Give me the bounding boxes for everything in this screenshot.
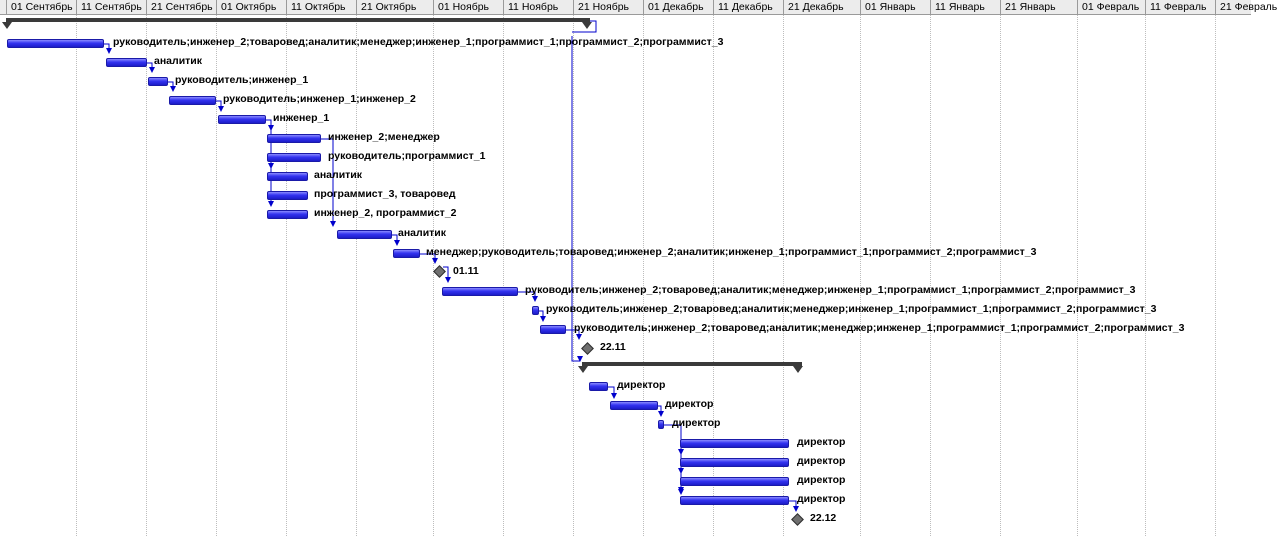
task-resource-label: директор	[665, 398, 714, 410]
task-bar[interactable]	[267, 210, 308, 219]
summary-task-bar[interactable]	[6, 18, 590, 22]
task-resource-label: директор	[672, 417, 721, 429]
grid-line	[216, 15, 217, 536]
grid-line	[1215, 15, 1216, 536]
task-bar[interactable]	[267, 134, 321, 143]
grid-line	[503, 15, 504, 536]
task-bar[interactable]	[589, 382, 608, 391]
timescale-tick: 21 Декабрь	[783, 0, 860, 15]
summary-end-cap	[793, 366, 803, 373]
task-bar[interactable]	[680, 477, 789, 486]
summary-start-cap	[2, 22, 12, 29]
task-bar[interactable]	[658, 420, 664, 429]
grid-line	[713, 15, 714, 536]
task-resource-label: руководитель;инженер_2;товаровед;аналити…	[113, 36, 724, 48]
task-resource-label: директор	[797, 436, 846, 448]
task-bar[interactable]	[148, 77, 168, 86]
task-resource-label: директор	[797, 455, 846, 467]
task-bar[interactable]	[267, 172, 308, 181]
timescale-tick: 21 Октябрь	[356, 0, 433, 15]
task-bar[interactable]	[337, 230, 392, 239]
task-resource-label: инженер_2, программист_2	[314, 207, 457, 219]
task-resource-label: руководитель;инженер_1	[175, 74, 309, 86]
task-resource-label: аналитик	[398, 227, 446, 239]
task-resource-label: инженер_2;менеджер	[328, 131, 440, 143]
grid-line	[783, 15, 784, 536]
grid-line	[1145, 15, 1146, 536]
grid-line	[76, 15, 77, 536]
timescale-tick: 11 Сентябрь	[76, 0, 146, 15]
timescale-tick: 11 Декабрь	[713, 0, 783, 15]
task-bar[interactable]	[169, 96, 216, 105]
milestone-date-label: 22.12	[810, 512, 837, 524]
timescale-tick: 21 Февраль	[1215, 0, 1277, 15]
timescale-header: 01 Сентябрь 11 Сентябрь 21 Сентябрь 01 О…	[0, 0, 1277, 15]
task-bar[interactable]	[532, 306, 539, 315]
task-bar[interactable]	[267, 191, 308, 200]
task-resource-label: руководитель;инженер_2;товаровед;аналити…	[525, 284, 1136, 296]
timescale-tick: 11 Ноябрь	[503, 0, 573, 15]
task-resource-label: директор	[617, 379, 666, 391]
dependency-links	[104, 20, 799, 512]
task-bar[interactable]	[680, 496, 789, 505]
grid-line	[860, 15, 861, 536]
timescale-tick: 01 Февраль	[1077, 0, 1145, 15]
grid-line	[930, 15, 931, 536]
task-bar[interactable]	[680, 458, 789, 467]
timescale-tick: 01 Ноябрь	[433, 0, 503, 15]
timescale-tick: 11 Январь	[930, 0, 1000, 15]
grid-line	[1000, 15, 1001, 536]
grid-line	[643, 15, 644, 536]
summary-task-bar[interactable]	[582, 362, 802, 366]
grid-line	[356, 15, 357, 536]
grid-line	[1077, 15, 1078, 536]
task-bar[interactable]	[7, 39, 104, 48]
task-resource-label: аналитик	[154, 55, 202, 67]
timescale-tick: 01 Сентябрь	[6, 0, 76, 15]
timescale-tick: 01 Октябрь	[216, 0, 286, 15]
task-resource-label: руководитель;инженер_2;товаровед;аналити…	[546, 303, 1157, 315]
grid-line	[286, 15, 287, 536]
task-bar[interactable]	[610, 401, 658, 410]
task-resource-label: руководитель;инженер_1;инженер_2	[223, 93, 416, 105]
task-bar[interactable]	[540, 325, 566, 334]
task-resource-label: менеджер;руководитель;товаровед;инженер_…	[426, 246, 1037, 258]
task-bar[interactable]	[442, 287, 518, 296]
task-bar[interactable]	[106, 58, 147, 67]
milestone-date-label: 22.11	[600, 341, 626, 353]
timescale-tick: 11 Октябрь	[286, 0, 356, 15]
grid-line	[573, 15, 574, 536]
timescale-tick: 11 Февраль	[1145, 0, 1215, 15]
task-resource-label: директор	[797, 493, 846, 505]
summary-start-cap	[578, 366, 588, 373]
task-resource-label: директор	[797, 474, 846, 486]
summary-end-cap	[582, 22, 592, 29]
timescale-tick: 21 Ноябрь	[573, 0, 643, 15]
task-resource-label: программист_3, товаровед	[314, 188, 456, 200]
timescale-tick: 01 Декабрь	[643, 0, 713, 15]
task-bar[interactable]	[393, 249, 420, 258]
task-resource-label: руководитель;инженер_2;товаровед;аналити…	[574, 322, 1185, 334]
grid-line	[433, 15, 434, 536]
grid-line	[146, 15, 147, 536]
task-resource-label: инженер_1	[273, 112, 330, 124]
milestone-date-label: 01.11	[453, 265, 479, 277]
task-bar[interactable]	[680, 439, 789, 448]
task-resource-label: руководитель;программист_1	[328, 150, 486, 162]
timescale-tick: 21 Сентябрь	[146, 0, 216, 15]
timescale-tick: 01 Январь	[860, 0, 930, 15]
task-bar[interactable]	[267, 153, 321, 162]
timescale-tick: 21 Январь	[1000, 0, 1077, 15]
task-resource-label: аналитик	[314, 169, 362, 181]
task-bar[interactable]	[218, 115, 266, 124]
gantt-chart-area: руководитель;инженер_2;товаровед;аналити…	[0, 15, 1251, 536]
